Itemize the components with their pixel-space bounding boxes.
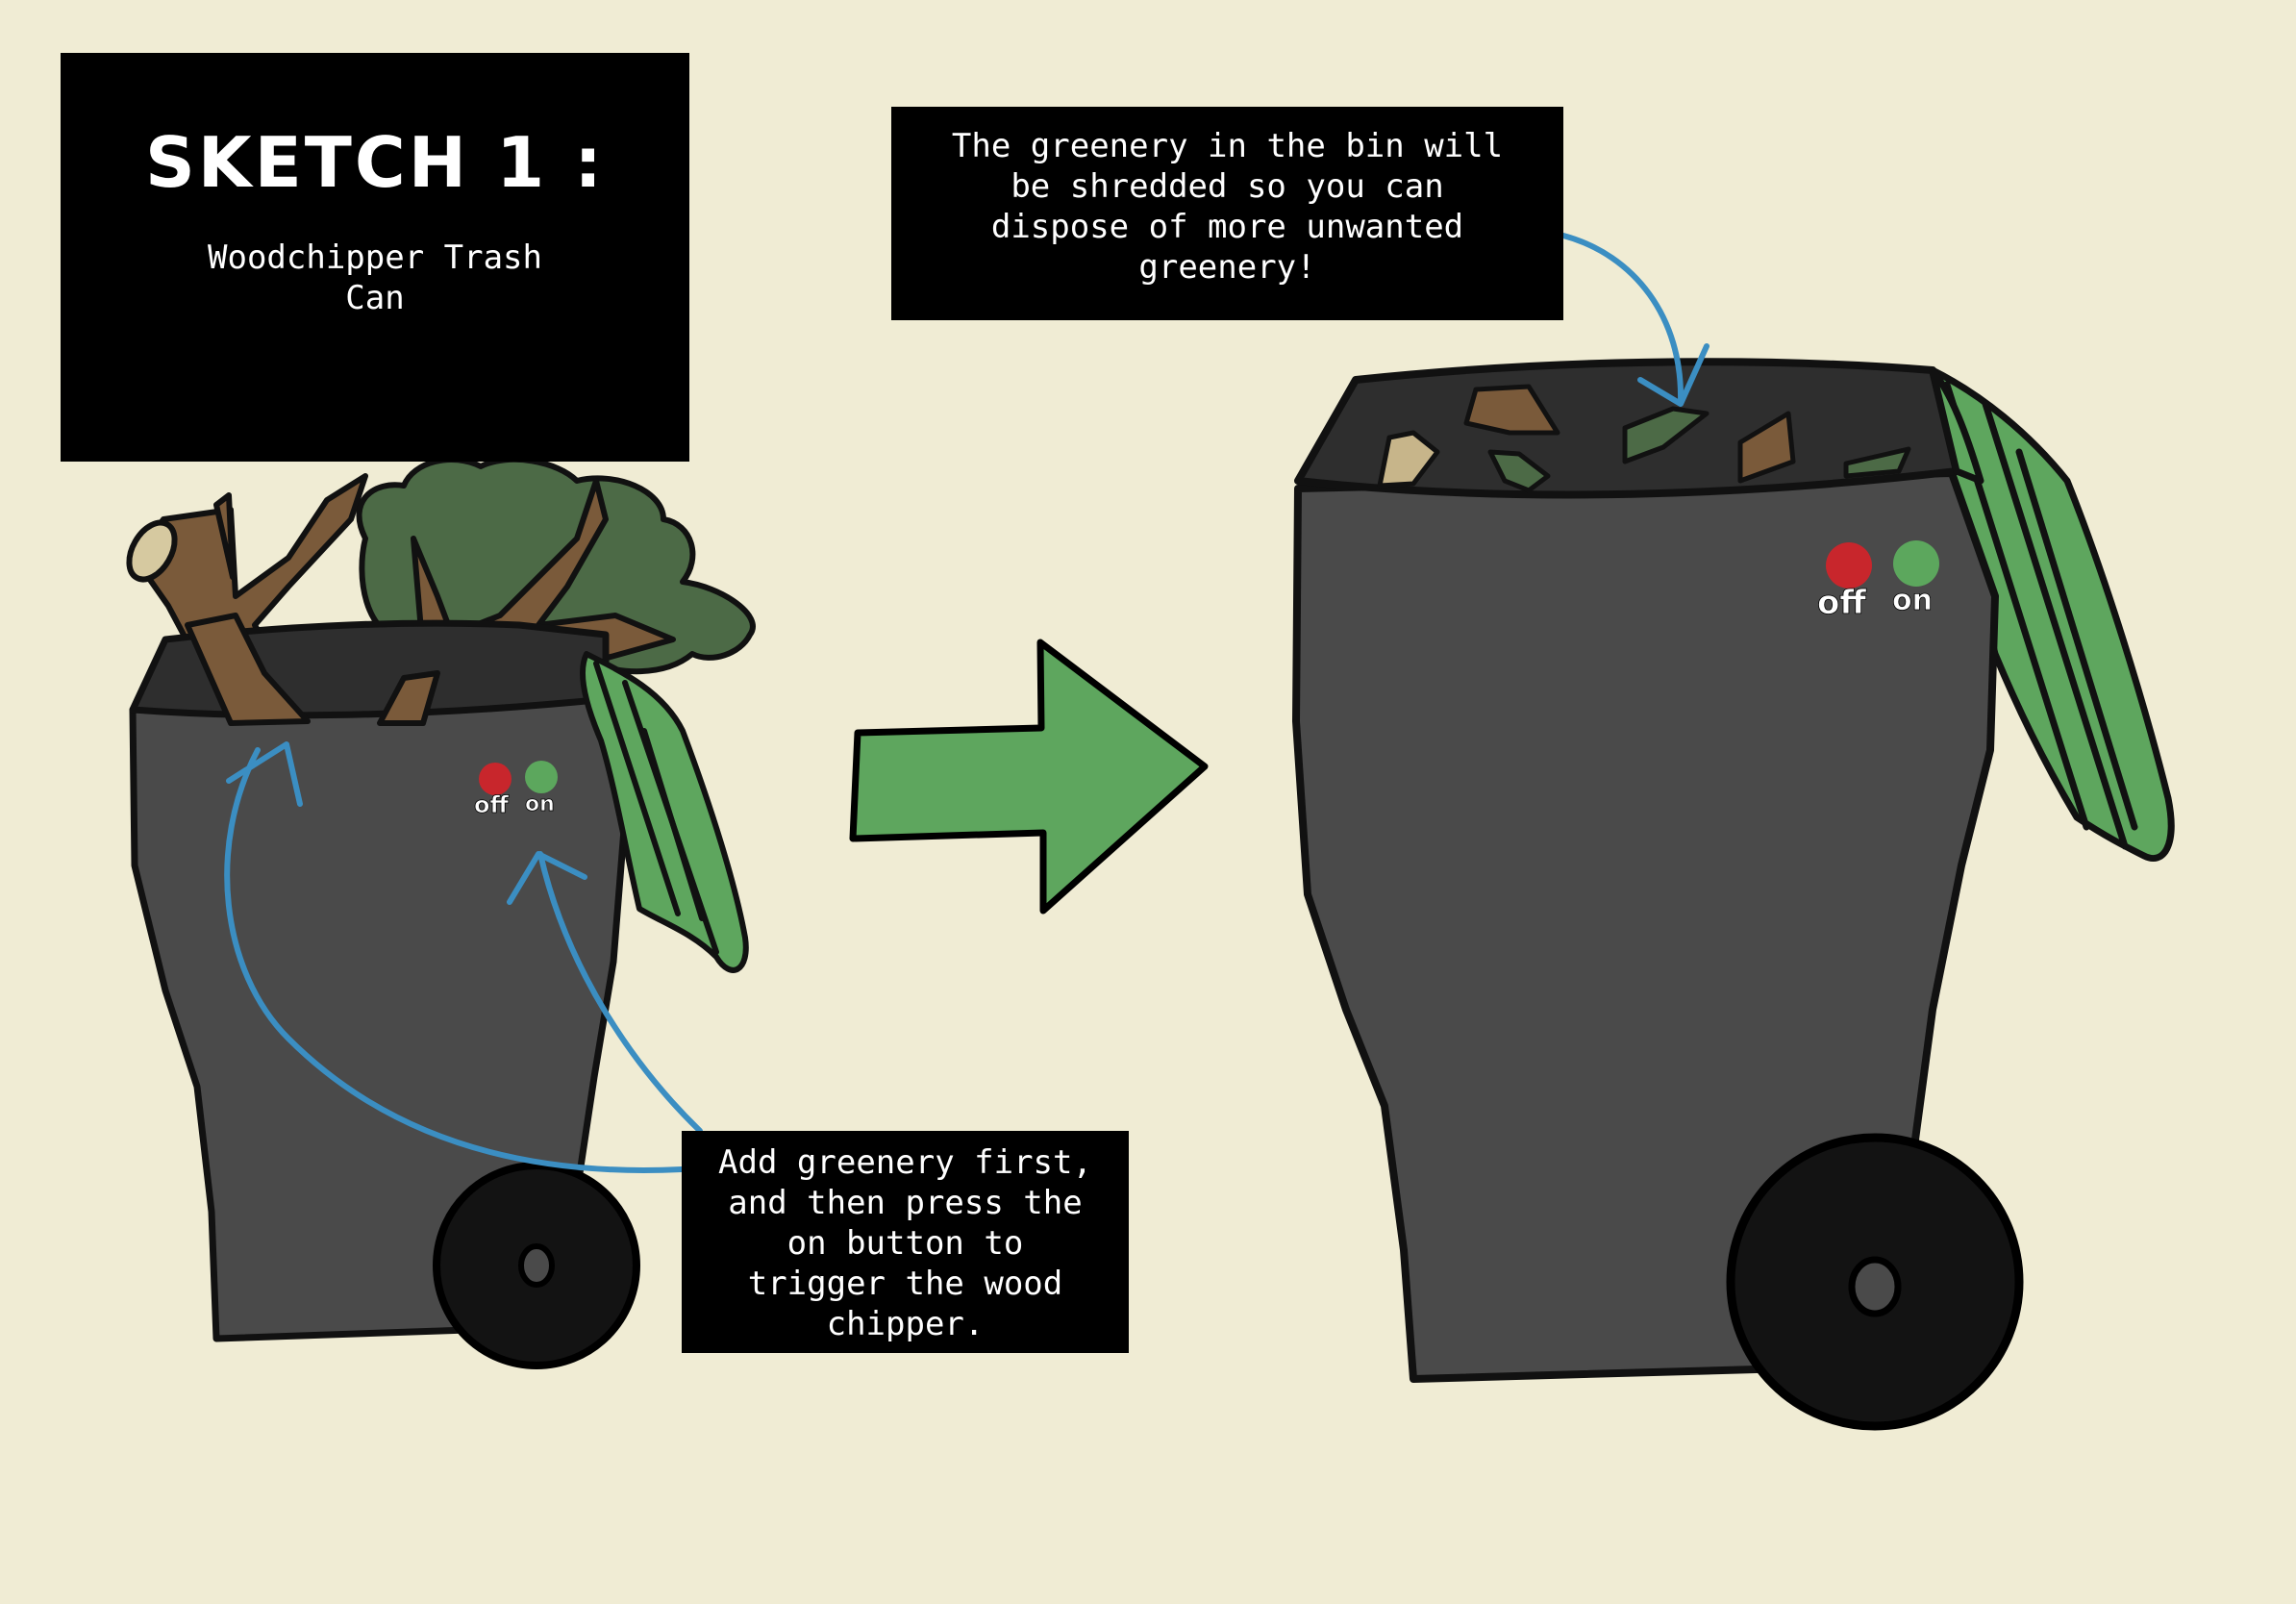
off-button-label: off <box>474 791 509 818</box>
off-button[interactable] <box>1826 542 1872 589</box>
annotation-arrows <box>224 741 703 1173</box>
title-panel: SKETCH 1 : Woodchipper Trash Can <box>61 53 689 462</box>
wheel-illustration <box>433 1162 640 1369</box>
note-instructions: Add greenery first, and then press the o… <box>682 1131 1129 1353</box>
bin-after: off on <box>1292 358 2175 1431</box>
note-shredding-text: The greenery in the bin will be shredded… <box>951 127 1504 287</box>
wheel-illustration <box>1726 1133 2024 1431</box>
page-subtitle: Woodchipper Trash Can <box>208 238 542 317</box>
note-shredding: The greenery in the bin will be shredded… <box>891 107 1563 320</box>
annotation-arrows <box>1560 233 1710 407</box>
page-title: SKETCH 1 : <box>144 122 606 203</box>
bin-before: off on <box>126 456 756 1369</box>
on-button-label: on <box>525 792 555 816</box>
off-button[interactable] <box>479 763 512 795</box>
on-button[interactable] <box>1893 540 1939 587</box>
note-instructions-text: Add greenery first, and then press the o… <box>718 1143 1092 1343</box>
shredded-greenery <box>1377 384 1911 493</box>
leaf-illustration <box>579 651 749 973</box>
on-button[interactable] <box>525 761 558 793</box>
on-button-label: on <box>1892 584 1933 617</box>
transition-arrow <box>849 639 1209 915</box>
off-button-label: off <box>1817 584 1866 622</box>
